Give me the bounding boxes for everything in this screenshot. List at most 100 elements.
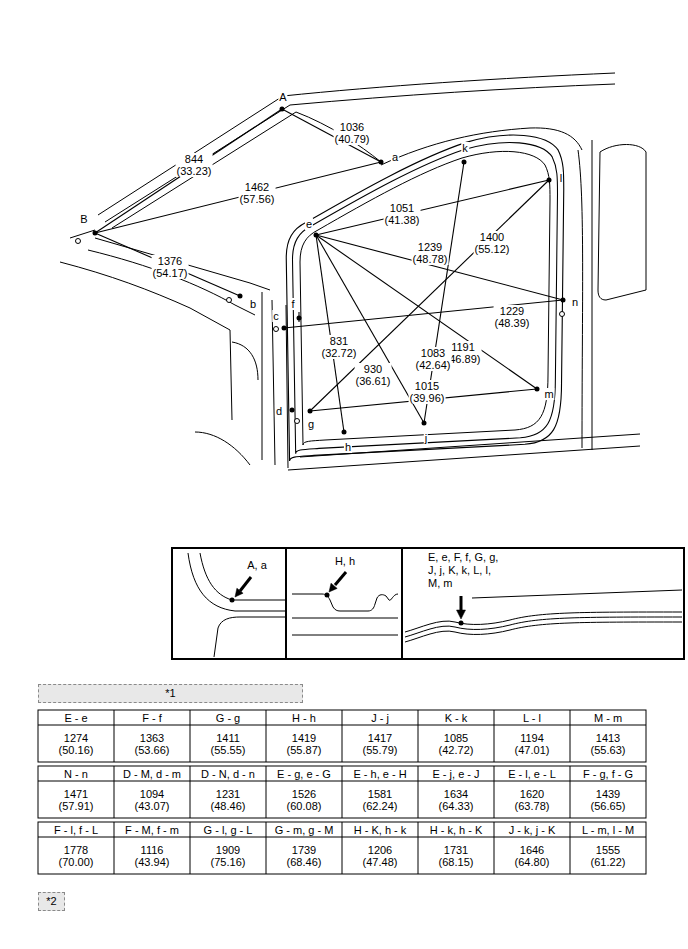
measuring-point bbox=[535, 387, 540, 392]
table-grid bbox=[418, 822, 419, 874]
point-letter: d bbox=[275, 405, 283, 417]
pointer-arrow bbox=[335, 572, 346, 585]
table-grid bbox=[190, 766, 191, 818]
measurement-line bbox=[95, 109, 563, 432]
table-cell: 1094 (43.07) bbox=[135, 788, 170, 812]
dimension-label: 930 (36.61) bbox=[355, 363, 392, 387]
measuring-point bbox=[314, 233, 319, 238]
measurement-line bbox=[95, 162, 381, 233]
body-outline bbox=[296, 112, 381, 162]
dimension-label: 831 (32.72) bbox=[321, 335, 358, 359]
pointer-arrow bbox=[235, 588, 243, 597]
detail-drawing bbox=[200, 553, 285, 600]
body-outline bbox=[592, 140, 593, 450]
measuring-point bbox=[290, 408, 295, 413]
table-cell: 1231 (48.46) bbox=[211, 788, 246, 812]
table-header: L - l bbox=[523, 712, 541, 724]
detail-drawing bbox=[214, 617, 285, 657]
pointer-arrow bbox=[329, 583, 337, 592]
detail-point bbox=[325, 593, 330, 598]
body-outline bbox=[60, 262, 232, 420]
point-letter: e bbox=[305, 218, 313, 230]
point-letter: l bbox=[559, 172, 563, 184]
detail-point bbox=[459, 621, 464, 626]
body-outline bbox=[60, 73, 646, 470]
table-cell: 1206 (47.48) bbox=[363, 844, 398, 868]
measuring-point bbox=[462, 160, 467, 165]
dimension-label: 1239 (48.78) bbox=[412, 241, 449, 265]
table-header: N - n bbox=[64, 768, 88, 780]
point-letter: n bbox=[571, 296, 579, 308]
note-mark: *1 bbox=[163, 687, 177, 700]
table-grid bbox=[38, 710, 646, 874]
measuring-point bbox=[238, 294, 243, 299]
measurement-line bbox=[282, 109, 381, 162]
table-header: E - l, e - L bbox=[508, 768, 556, 780]
body-outline bbox=[300, 434, 640, 457]
table-header: J - j bbox=[371, 712, 389, 724]
table-header: K - k bbox=[445, 712, 468, 724]
pointer-arrow bbox=[460, 596, 463, 611]
dimension-label: 1376 (54.17) bbox=[152, 255, 189, 279]
table-grid bbox=[266, 766, 267, 818]
detail-point bbox=[230, 598, 235, 603]
note-tag: *1 bbox=[38, 684, 303, 703]
table-cell: 1363 (53.66) bbox=[135, 732, 170, 756]
table-header: F - g, f - G bbox=[583, 768, 633, 780]
point-letter: a bbox=[391, 151, 399, 163]
table-header: M - m bbox=[594, 712, 622, 724]
body-hole bbox=[227, 298, 232, 303]
table-cell: 1417 (55.79) bbox=[363, 732, 398, 756]
measuring-point bbox=[547, 178, 552, 183]
table-grid bbox=[190, 822, 191, 874]
table-cell: 1634 (64.33) bbox=[439, 788, 474, 812]
table-cell: 1413 (55.63) bbox=[591, 732, 626, 756]
body-hole bbox=[274, 327, 279, 332]
dimension-label: 1015 (39.96) bbox=[409, 380, 446, 404]
table-grid bbox=[494, 822, 495, 874]
measurement-line bbox=[95, 109, 282, 233]
table-grid bbox=[342, 710, 343, 762]
table-grid bbox=[190, 710, 191, 762]
table-header: F - M, f - m bbox=[125, 824, 179, 836]
detail-drawing bbox=[405, 622, 682, 642]
body-outline bbox=[598, 145, 646, 301]
point-letter: f bbox=[290, 298, 295, 310]
measuring-point bbox=[422, 421, 427, 426]
detail-panel: A, a bbox=[171, 547, 287, 660]
point-letter: m bbox=[543, 388, 554, 400]
body-outline bbox=[262, 292, 263, 460]
table-header: H - h bbox=[292, 712, 316, 724]
table-cell: 1646 (64.80) bbox=[515, 844, 550, 868]
table-cell: 1194 (47.01) bbox=[515, 732, 550, 756]
measuring-point bbox=[308, 409, 313, 414]
body-outline bbox=[232, 342, 258, 380]
table-grid bbox=[38, 822, 646, 874]
table-grid bbox=[342, 766, 343, 818]
table-grid bbox=[38, 766, 646, 818]
detail-panel: H, h bbox=[285, 547, 403, 660]
measuring-point bbox=[379, 160, 384, 165]
body-outline bbox=[70, 230, 95, 238]
table-header: D - N, d - n bbox=[201, 768, 255, 780]
measuring-point bbox=[93, 231, 98, 236]
table-cell: 1411 (55.55) bbox=[211, 732, 246, 756]
table-header: F - l, f - L bbox=[54, 824, 98, 836]
table-header: E - j, e - J bbox=[432, 768, 479, 780]
detail-drawing bbox=[292, 618, 398, 619]
measuring-point bbox=[297, 316, 302, 321]
measuring-point bbox=[280, 107, 285, 112]
measurement-line bbox=[95, 233, 240, 296]
table-grid bbox=[266, 710, 267, 762]
point-letter: g bbox=[307, 418, 315, 430]
body-outline bbox=[195, 432, 250, 465]
point-letter: c bbox=[272, 310, 280, 322]
table-cell: 1419 (55.87) bbox=[287, 732, 322, 756]
body-outline bbox=[105, 84, 615, 222]
body-outline bbox=[286, 135, 564, 461]
body-outline bbox=[112, 112, 296, 228]
table-cell: 1739 (68.46) bbox=[287, 844, 322, 868]
table-header: H - K, h - k bbox=[354, 824, 407, 836]
body-outline bbox=[300, 151, 550, 445]
